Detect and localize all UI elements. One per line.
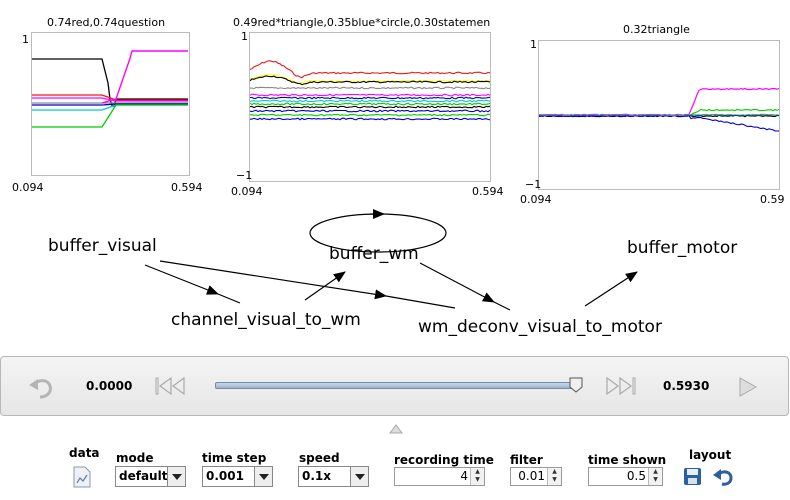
network-graph-edges <box>144 209 638 311</box>
plot-3-axes <box>538 40 780 190</box>
time-step-value: 0.001 <box>206 469 244 483</box>
mode-label: mode <box>116 451 154 465</box>
filter-value: 0.01 <box>518 469 545 483</box>
time-shown-spinner[interactable]: 0.5 ▲▼ <box>588 467 663 486</box>
chevron-down-icon <box>167 467 185 486</box>
node-buffer-wm[interactable]: buffer_wm <box>329 244 419 264</box>
plot-1-xend: 0.594 <box>171 181 203 194</box>
speed-label: speed <box>299 451 340 465</box>
node-wm-deconv-visual-to-motor[interactable]: wm_deconv_visual_to_motor <box>418 317 662 337</box>
skip-to-end-icon[interactable] <box>605 376 637 396</box>
spinner-arrows-icon[interactable]: ▲▼ <box>547 468 561 485</box>
recording-time-spinner[interactable]: 4 ▲▼ <box>394 467 485 486</box>
plot-3-xstart: 0.094 <box>520 193 552 206</box>
plot-2-traces <box>249 60 491 121</box>
mode-select[interactable]: default <box>115 466 186 487</box>
time-shown-label: time shown <box>588 453 667 467</box>
recording-time-value: 4 <box>460 469 468 483</box>
recording-time-label: recording time <box>394 453 494 467</box>
undo-icon[interactable] <box>26 373 56 401</box>
restore-layout-icon[interactable] <box>712 467 734 487</box>
speed-select[interactable]: 0.1x <box>298 466 369 487</box>
spinner-arrows-icon[interactable]: ▲▼ <box>648 468 662 485</box>
plot-2-xend: 0.594 <box>472 185 504 198</box>
skip-to-start-icon[interactable] <box>155 376 187 396</box>
plot-1-ymax: 1 <box>22 33 29 46</box>
plot-1-title: 0.74red,0.74question <box>47 16 166 29</box>
plot-2-ymin: −1 <box>236 169 253 182</box>
plot-1-axes <box>31 32 190 176</box>
save-layout-icon[interactable] <box>683 467 703 487</box>
plot-1-xstart: 0.094 <box>12 181 44 194</box>
node-buffer-motor[interactable]: buffer_motor <box>627 238 738 258</box>
plot-2-title: 0.49red*triangle,0.35blue*circle,0.30sta… <box>233 16 491 29</box>
node-buffer-visual[interactable]: buffer_visual <box>48 236 157 256</box>
plot-3-traces <box>538 87 780 132</box>
filter-spinner[interactable]: 0.01 ▲▼ <box>510 467 562 486</box>
spinner-arrows-icon[interactable]: ▲▼ <box>470 468 484 485</box>
plot-2-axes <box>249 32 491 182</box>
plot-3-ymax: 1 <box>530 38 537 51</box>
node-channel-visual-to-wm[interactable]: channel_visual_to_wm <box>171 310 361 330</box>
chevron-down-icon <box>350 467 368 486</box>
expand-panel-icon[interactable] <box>389 424 403 434</box>
speed-value: 0.1x <box>302 469 331 483</box>
layout-label: layout <box>689 448 732 462</box>
plot-3-xend: 0.59 <box>760 193 785 206</box>
plot-2-xstart: 0.094 <box>231 185 263 198</box>
plot-1-traces <box>32 50 188 128</box>
plot-3-title: 0.32triangle <box>623 23 690 36</box>
data-label: data <box>69 446 100 460</box>
chevron-down-icon <box>254 467 272 486</box>
time-shown-value: 0.5 <box>626 469 646 483</box>
mode-value: default <box>119 469 168 483</box>
end-time: 0.5930 <box>663 379 710 393</box>
data-file-icon[interactable] <box>72 466 92 488</box>
plot-3-ymin: −1 <box>525 178 542 191</box>
time-step-label: time step <box>202 451 267 465</box>
time-slider-thumb[interactable] <box>569 377 583 393</box>
filter-label: filter <box>510 453 543 467</box>
time-slider-track[interactable] <box>215 377 583 393</box>
current-time: 0.0000 <box>86 379 133 393</box>
play-icon[interactable] <box>738 376 758 398</box>
time-step-select[interactable]: 0.001 <box>202 466 273 487</box>
plot-2-ymax: 1 <box>241 30 248 43</box>
